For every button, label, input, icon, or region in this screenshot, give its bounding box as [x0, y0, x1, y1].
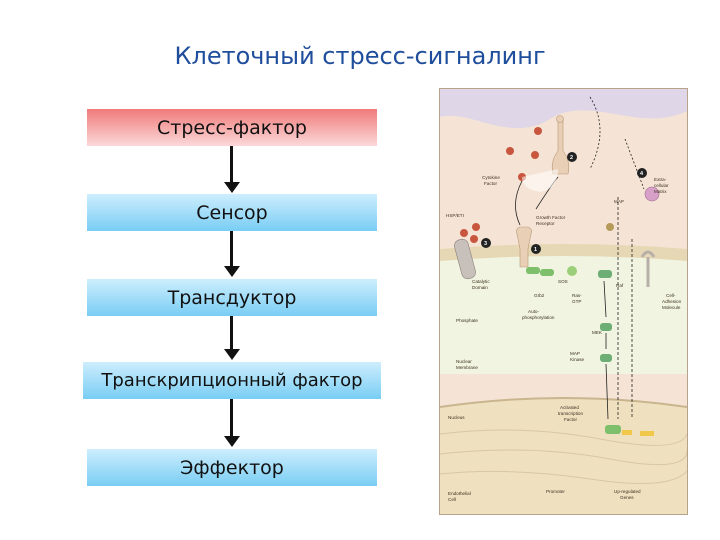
svg-text:Nucleus: Nucleus	[448, 415, 465, 420]
signaling-chain	[526, 266, 654, 436]
stress-molecules	[460, 127, 614, 243]
svg-text:Cytokine: Cytokine	[482, 175, 500, 180]
svg-text:cellular: cellular	[654, 183, 669, 188]
svg-text:Adhesion: Adhesion	[662, 299, 682, 304]
svg-text:phosphorylation: phosphorylation	[522, 315, 555, 320]
step-stress-factor: Стресс-фактор	[87, 109, 377, 146]
page-title: Клеточный стресс-сигналинг	[174, 42, 546, 70]
svg-text:Grb2: Grb2	[534, 293, 545, 298]
svg-text:Ras-: Ras-	[572, 293, 582, 298]
svg-text:Growth Factor: Growth Factor	[536, 215, 566, 220]
figure-labels: Cytokine Factor HSP/ETI Growth Factor Re…	[446, 175, 682, 502]
arrow-head-2	[224, 266, 240, 277]
svg-text:Endothelial: Endothelial	[448, 491, 471, 496]
arrow-head-1	[224, 182, 240, 193]
svg-text:Factor: Factor	[484, 181, 497, 186]
svg-text:Up-regulated: Up-regulated	[614, 489, 641, 494]
step-effector: Эффектор	[87, 449, 377, 486]
step-transcription-factor: Транскрипционный фактор	[83, 362, 381, 399]
svg-text:Genes: Genes	[620, 495, 634, 500]
arrow-head-3	[224, 349, 240, 360]
svg-text:Kinase: Kinase	[570, 357, 584, 362]
svg-text:Molecule: Molecule	[662, 305, 681, 310]
cell-signaling-illustration: 2 1 3 4 Cytokine Factor HSP/ETI Growth F…	[439, 88, 688, 515]
arrow-shaft-3	[230, 316, 233, 350]
svg-text:GTP: GTP	[572, 299, 581, 304]
step-sensor: Сенсор	[87, 194, 377, 231]
svg-text:SOS: SOS	[558, 279, 568, 284]
svg-text:Matrix: Matrix	[654, 189, 667, 194]
arrow-shaft-2	[230, 231, 233, 267]
marker-4: 4	[640, 171, 644, 177]
svg-text:MAP: MAP	[614, 199, 624, 204]
arrow-shaft-4	[230, 399, 233, 437]
svg-text:MEK: MEK	[592, 330, 603, 335]
svg-text:Membrane: Membrane	[456, 365, 478, 370]
svg-text:Cell: Cell	[448, 497, 456, 502]
svg-text:Cell-: Cell-	[666, 293, 676, 298]
svg-text:Auto-: Auto-	[528, 309, 539, 314]
svg-text:Catalytic: Catalytic	[472, 279, 490, 284]
step-transducer: Трансдуктор	[87, 279, 377, 316]
svg-text:Domain: Domain	[472, 285, 488, 290]
svg-text:Extra-: Extra-	[654, 177, 667, 182]
arrow-shaft-1	[230, 146, 233, 182]
arrow-head-4	[224, 436, 240, 447]
svg-text:Factor: Factor	[564, 417, 577, 422]
svg-text:transcription: transcription	[558, 411, 583, 416]
svg-text:Promoter: Promoter	[546, 489, 565, 494]
marker-2: 2	[570, 155, 573, 161]
marker-1: 1	[534, 247, 537, 253]
svg-text:Nuclear: Nuclear	[456, 359, 472, 364]
svg-text:Receptor: Receptor	[536, 221, 555, 226]
svg-text:MAP: MAP	[570, 351, 580, 356]
svg-text:Phosphate: Phosphate	[456, 318, 478, 323]
svg-text:Activated: Activated	[560, 405, 579, 410]
svg-text:HSP/ETI: HSP/ETI	[446, 213, 464, 218]
svg-text:Raf: Raf	[616, 283, 624, 288]
marker-3: 3	[484, 241, 487, 247]
